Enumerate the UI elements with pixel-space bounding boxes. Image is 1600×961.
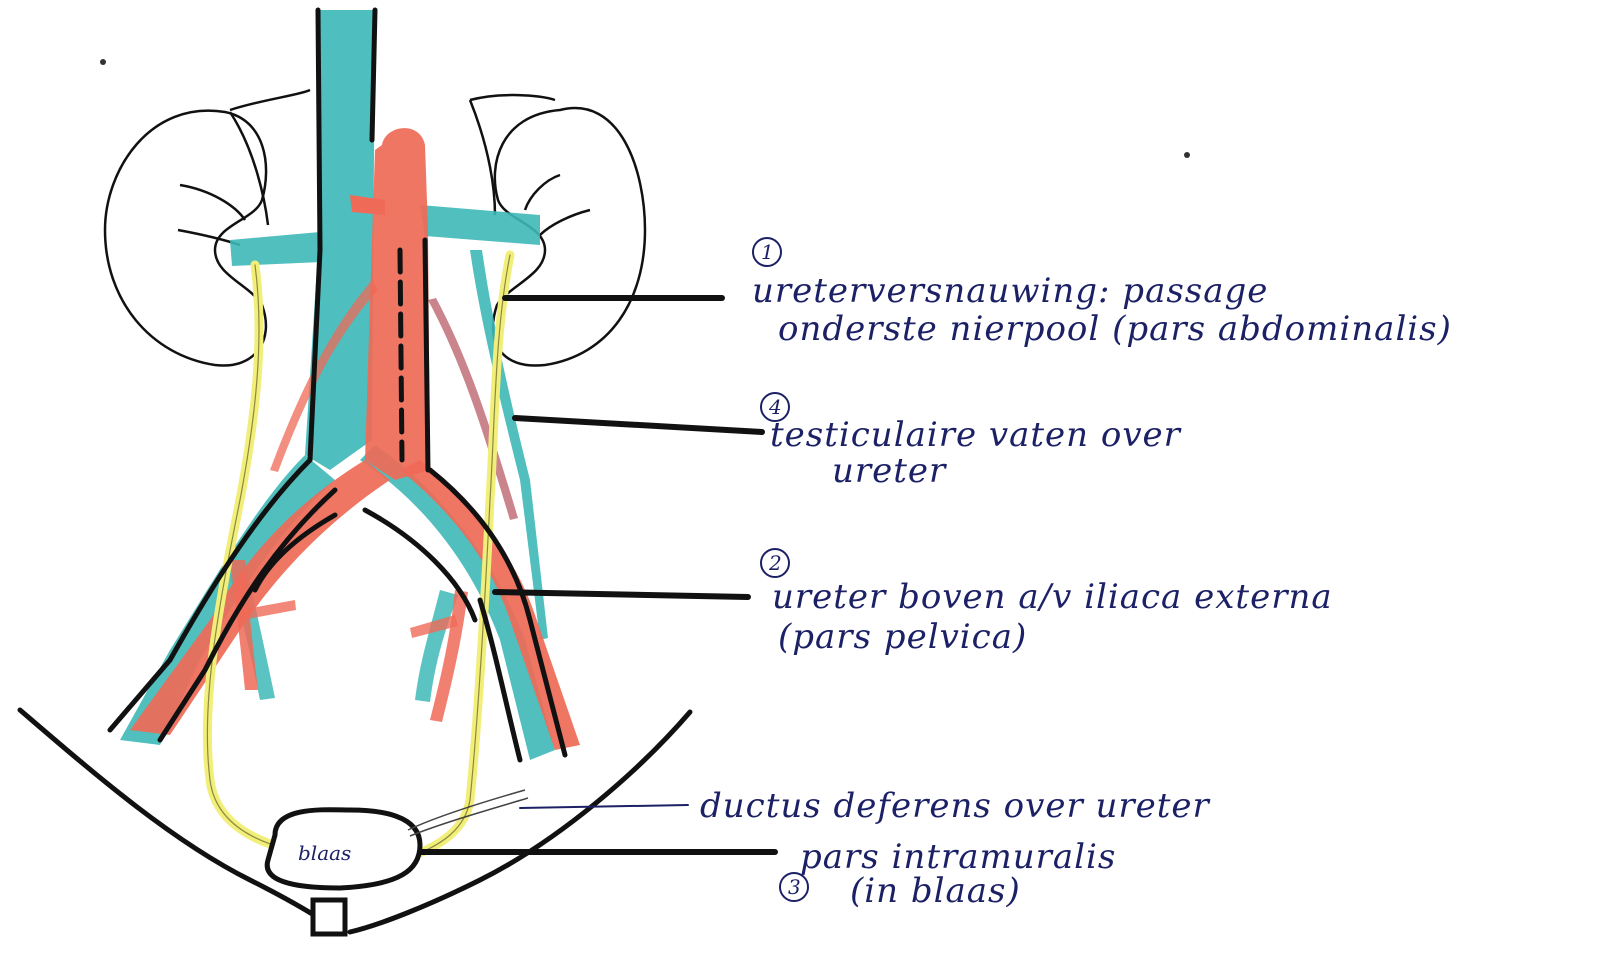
left-kidney bbox=[105, 90, 310, 366]
label-ductus: ductus deferens over ureter bbox=[700, 786, 1211, 826]
label-3-number: 3 bbox=[788, 875, 801, 899]
label-4: 4 testiculaire vaten over ureter bbox=[761, 393, 1182, 491]
label-3: pars intramuralis 3 (in blaas) bbox=[780, 837, 1116, 911]
label-1-line2: onderste nierpool (pars abdominalis) bbox=[778, 309, 1452, 349]
label-ductus-line1: ductus deferens over ureter bbox=[700, 786, 1211, 826]
label-1: 1 ureterversnauwing: passage onderste ni… bbox=[752, 238, 1452, 349]
label-1-line1: ureterversnauwing: passage bbox=[752, 271, 1268, 311]
bladder-label: blaas bbox=[298, 841, 351, 865]
label-3-line2: (in blaas) bbox=[850, 871, 1021, 911]
label-4-line1: testiculaire vaten over bbox=[770, 415, 1182, 455]
label-4-line2: ureter bbox=[832, 451, 947, 491]
marker-dot bbox=[1184, 152, 1190, 158]
aorta bbox=[365, 128, 430, 480]
leader-line-2 bbox=[495, 592, 748, 597]
leader-line-ductus bbox=[520, 805, 688, 808]
label-1-number: 1 bbox=[761, 240, 774, 264]
leader-line-4 bbox=[515, 418, 762, 432]
marker-dot bbox=[100, 59, 106, 65]
veins bbox=[120, 10, 555, 760]
bladder: blaas bbox=[267, 810, 420, 888]
label-2: 2 ureter boven a/v iliaca externa (pars … bbox=[761, 549, 1333, 657]
label-2-line1: ureter boven a/v iliaca externa bbox=[772, 577, 1333, 617]
label-2-number: 2 bbox=[768, 551, 782, 575]
label-2-line2: (pars pelvica) bbox=[778, 617, 1027, 657]
